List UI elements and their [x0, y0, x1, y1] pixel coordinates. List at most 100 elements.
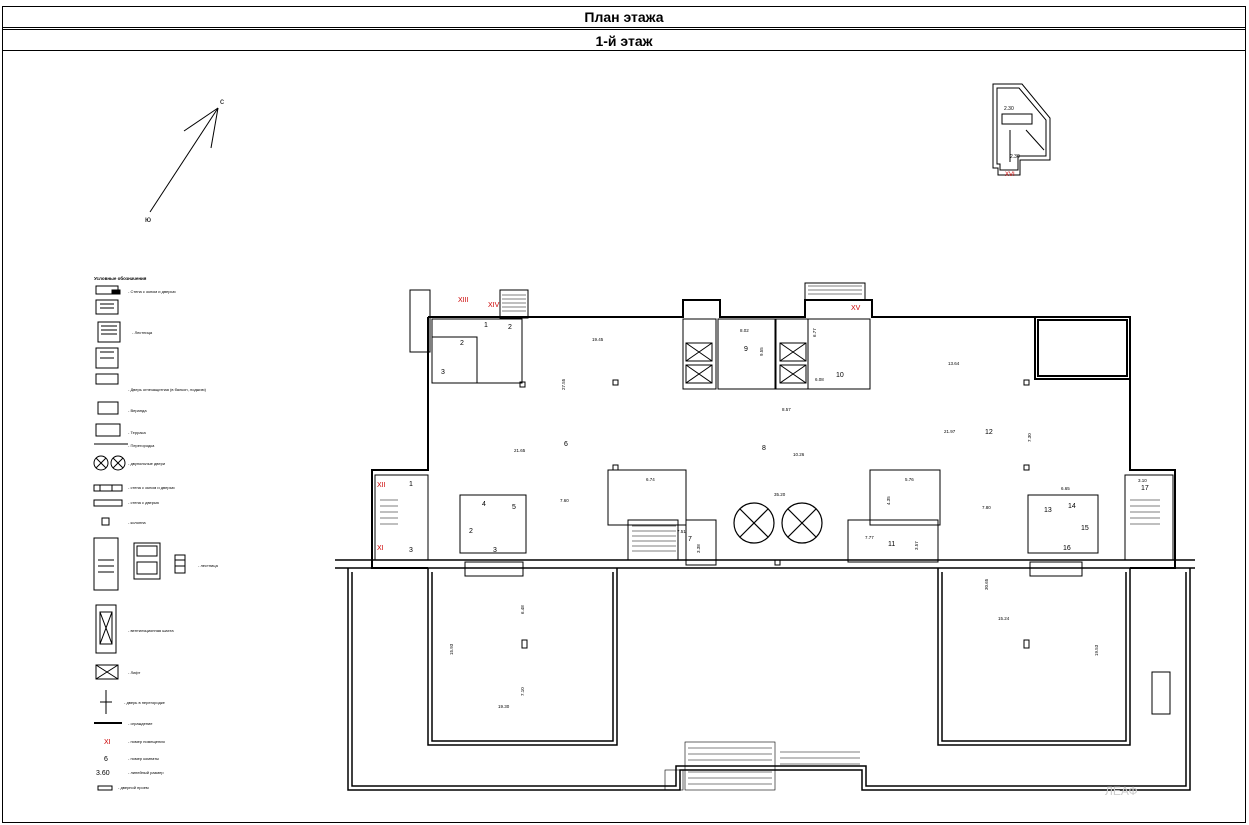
dimension: 19.30 [498, 704, 510, 709]
legend-label: - линейный размер [128, 770, 164, 775]
legend-label: - двупольные двери [128, 461, 165, 466]
dimension: 35.20 [774, 492, 786, 497]
legend-label: - Терраса [128, 430, 147, 435]
legend-label: - лестница [198, 563, 219, 568]
dimension: 19.45 [592, 337, 604, 342]
inset-dim-1: 2.30 [1004, 106, 1014, 112]
room-number: 17 [1141, 485, 1149, 492]
page-title: План этажа [2, 6, 1246, 28]
interior-walls [374, 282, 1174, 566]
premise-number: XII [377, 482, 386, 489]
elevator-icon [685, 342, 807, 384]
dimension: 21.65 [514, 448, 526, 453]
dimension: 15.24 [998, 616, 1010, 621]
room-number: 3 [493, 547, 497, 554]
legend-symbols [93, 285, 186, 791]
room-number: 5 [512, 504, 516, 511]
dimension: 27.55 [561, 378, 566, 390]
dimension: 6.65 [1061, 486, 1070, 491]
room-number: 16 [1063, 545, 1071, 552]
drawing-frame [2, 6, 1246, 823]
compass-south: ю [145, 215, 151, 224]
legend-title: Условные обозначения [94, 275, 147, 281]
dimension: 3.57 [914, 541, 919, 550]
dimension: 7.30 [1027, 433, 1032, 442]
room-number: 12 [985, 429, 993, 436]
dimension: 13.64 [948, 361, 960, 366]
dimension: 6.48 [520, 605, 525, 614]
dimension: 7.80 [982, 505, 991, 510]
entrance-stairs [664, 741, 860, 791]
dimension: 8.02 [740, 328, 749, 333]
room-number: 3 [409, 547, 413, 554]
stair-icon [380, 285, 1160, 552]
room-number: 7 [688, 536, 692, 543]
legend-label: - Лифт [128, 670, 141, 675]
dimension: 19.53 [1094, 644, 1099, 656]
room-number: 6 [564, 441, 568, 448]
premise-number: XI [377, 545, 384, 552]
dimension: 10.26 [793, 452, 805, 457]
dimension: 4.35 [886, 496, 891, 505]
room-number: 2 [469, 528, 473, 535]
legend-label: - Перегородка [128, 443, 155, 448]
premise-number: XIII [458, 297, 469, 304]
room-number: 14 [1068, 503, 1076, 510]
room-number: 2 [508, 324, 512, 331]
premise-number: XV [851, 305, 861, 312]
inset-dim-2: 2.30 [1010, 154, 1020, 160]
room-number: 10 [836, 372, 844, 379]
room-number: 8 [762, 445, 766, 452]
dimension: 3.10 [1138, 478, 1147, 483]
room-number: 11 [888, 541, 895, 548]
room-number: 9 [744, 346, 748, 353]
lower-wings [335, 559, 1195, 791]
room-number: 1 [409, 481, 413, 488]
room-number: 1 [484, 322, 488, 329]
column-icon [519, 379, 1030, 649]
legend-label: - колонна [128, 520, 146, 525]
room-number: 2 [460, 340, 464, 347]
dimension: 6.77 [812, 328, 817, 337]
room-number: 13 [1044, 507, 1052, 514]
legend-label: - стена с окном и дверью [128, 485, 175, 490]
dimension: 7.77 [865, 535, 874, 540]
legend-label: - Дверь огнезащитная (в балкон, лоджию) [128, 387, 207, 392]
legend-label: - вентиляционная шахта [128, 628, 174, 633]
legend-label: - номер помещения [128, 739, 165, 744]
legend-label: - Стена с окном и дверью [128, 289, 176, 294]
dimension: 3.38 [696, 544, 701, 553]
room-number: 4 [482, 501, 486, 508]
room-number: 15 [1081, 525, 1089, 532]
dimension: 7.51 [677, 529, 686, 534]
legend-label: - дверной проем [118, 785, 149, 790]
legend-label: - Веранда [128, 408, 147, 413]
dimension: 8.57 [782, 407, 791, 412]
dimension: 21.97 [944, 429, 956, 434]
legend-label: - номер комнаты [128, 756, 159, 761]
dimension: 7.10 [520, 687, 525, 696]
legend-label: - стена с дверью [128, 500, 159, 505]
room-number: 3 [441, 369, 445, 376]
legend-symbol: 6 [104, 756, 108, 763]
legend-label: - ограждение [128, 721, 153, 726]
plumbing-fixtures [464, 561, 1171, 715]
floor-label: 1-й этаж [2, 29, 1246, 51]
legend-symbol: 3.60 [96, 770, 110, 777]
inset-plan [992, 83, 1051, 176]
watermark: ЛЕАФ [1105, 784, 1138, 798]
premise-number: XIV [488, 302, 500, 309]
dimension: 7.60 [560, 498, 569, 503]
legend-label: - дверь в перегородке [124, 700, 166, 705]
compass-north: с [220, 97, 224, 106]
legend-label: - Лестница [132, 330, 153, 335]
legend-symbol: XI [104, 739, 111, 746]
compass [149, 107, 219, 213]
dimension: 6.08 [815, 377, 824, 382]
dimension: 15.93 [449, 643, 454, 655]
dimension: 9.55 [759, 347, 764, 356]
inset-premise: XVI [1005, 172, 1015, 178]
dimension: 30.65 [984, 578, 989, 590]
dimension: 5.76 [905, 477, 914, 482]
